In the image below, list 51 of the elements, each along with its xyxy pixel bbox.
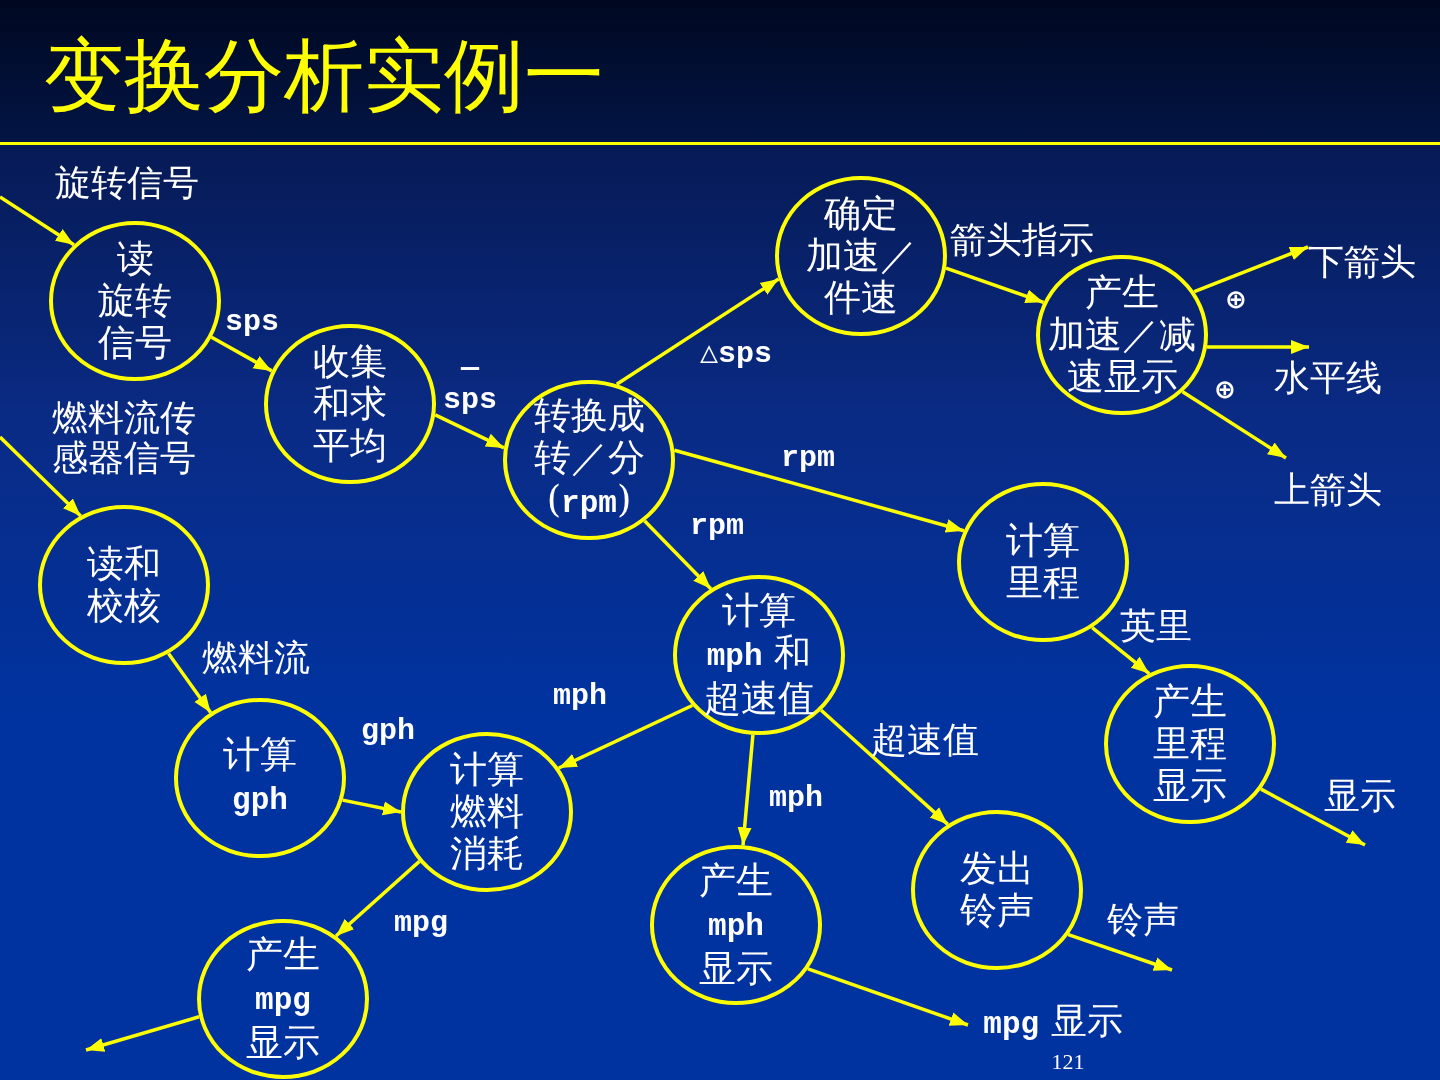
arrow — [0, 195, 75, 247]
arrow — [820, 709, 949, 826]
edge-label: 旋转信号 — [55, 163, 199, 203]
arrow — [434, 413, 505, 450]
page-number: 121 — [1051, 1050, 1085, 1074]
process-circle: 产生mph显示 — [650, 845, 822, 1005]
edge-label: rpm — [781, 442, 835, 474]
process-circle: 发出铃声 — [911, 810, 1083, 970]
arrow — [1207, 340, 1309, 354]
process-circle: 确定加速／件速 — [775, 176, 947, 336]
edge-label: mph — [553, 680, 607, 712]
arrow — [334, 860, 421, 938]
edge-label: rpm — [690, 510, 744, 542]
arrow — [673, 448, 965, 533]
title: 变换分析实例一 — [44, 28, 604, 124]
arrow — [643, 519, 713, 591]
edge-label: 超速值 — [871, 720, 979, 760]
arrow — [558, 703, 694, 770]
edge-label: 铃声 — [1107, 900, 1179, 940]
edge-label: mph — [769, 782, 823, 814]
process-circle: 计算mph 和超速值 — [673, 575, 845, 735]
arrow — [1193, 245, 1309, 294]
arrow — [342, 798, 402, 816]
arrow — [945, 266, 1045, 304]
process-circle: 转换成转／分(rpm) — [503, 380, 675, 540]
edge-label: mpg — [394, 907, 448, 939]
edge-label: 上箭头 — [1274, 470, 1382, 510]
edge-label: △sps — [699, 338, 773, 370]
edge-label: 水平线 — [1274, 358, 1382, 398]
process-circle: 产生里程显示 — [1104, 664, 1276, 824]
arrow — [0, 435, 82, 518]
arrow — [615, 277, 780, 386]
arrow — [167, 652, 213, 714]
arrow — [85, 1015, 200, 1052]
edge-label: — sps — [443, 352, 497, 416]
process-circle: 读旋转信号 — [49, 221, 221, 381]
circled-plus: ⊕ — [1214, 375, 1236, 403]
process-circle: 产生mpg显示 — [197, 919, 369, 1079]
arrow — [1067, 933, 1173, 972]
arrow — [1091, 626, 1151, 675]
arrow — [210, 335, 273, 373]
arrow — [807, 967, 969, 1027]
edge-label: mpg 显示 — [983, 1001, 1123, 1044]
circled-plus: ⊕ — [1225, 285, 1247, 313]
arrow — [737, 734, 755, 846]
arrow — [1181, 390, 1287, 460]
edge-label: 显示 — [1324, 776, 1396, 816]
arrow — [1260, 787, 1366, 847]
process-circle: 计算gph — [174, 698, 346, 858]
edge-label: 下箭头 — [1308, 242, 1416, 282]
edge-label: 燃料流传感器信号 — [52, 398, 196, 478]
